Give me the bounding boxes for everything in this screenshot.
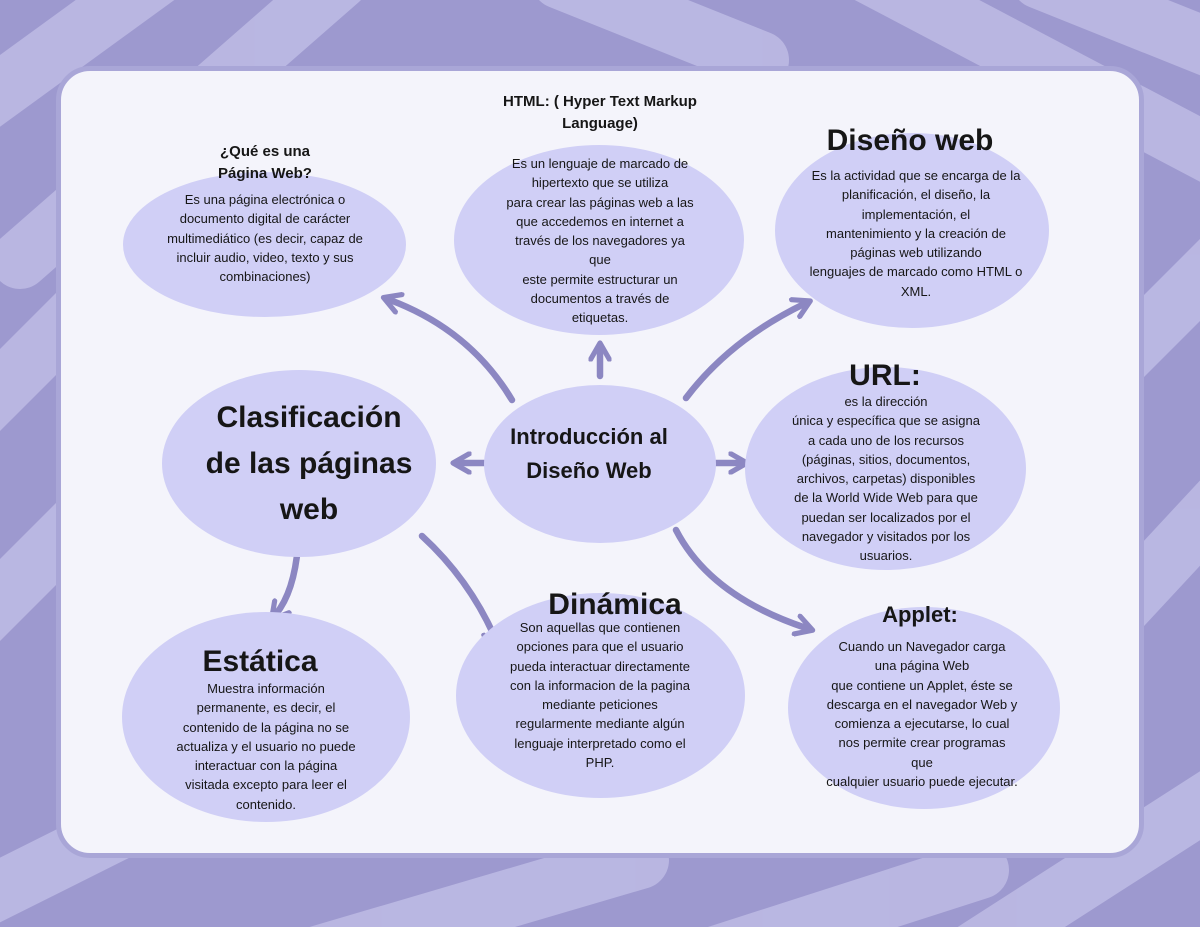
html-title: HTML: ( Hyper Text Markup Language) <box>503 93 697 132</box>
oval-html <box>454 145 744 335</box>
pagina-web-title: ¿Qué es una Página Web? <box>218 143 312 182</box>
estatica-body: Muestra información permanente, es decir… <box>176 681 356 812</box>
oval-pagina-web <box>123 172 406 317</box>
url-body: es la dirección única y específica que s… <box>792 394 980 564</box>
dinamica-body: Son aquellas que contienen opciones para… <box>510 620 690 771</box>
clasificacion-title: Clasificación de las páginas web <box>205 401 413 526</box>
diseno-web-body: Es la actividad que se encarga de la pla… <box>809 168 1023 299</box>
applet-title: Applet: <box>882 602 958 627</box>
oval-estatica <box>122 612 410 822</box>
dinamica-title: Dinámica <box>548 588 682 621</box>
oval-diseno-web <box>775 133 1049 328</box>
oval-dinamica <box>456 593 745 798</box>
url-title: URL: <box>849 359 921 392</box>
oval-url <box>745 367 1026 570</box>
diseno-web-title: Diseño web <box>826 124 994 157</box>
applet-body: Cuando un Navegador carga una página Web… <box>826 639 1018 790</box>
pagina-web-body: Es una página electrónica o documento di… <box>167 192 363 285</box>
center-title: Introducción al Diseño Web <box>510 424 668 483</box>
html-body: Es un lenguaje de marcado de hipertexto … <box>506 156 694 326</box>
oval-center <box>484 385 716 543</box>
oval-applet <box>788 607 1060 809</box>
oval-clasificacion <box>162 370 436 557</box>
estatica-title: Estática <box>202 645 318 678</box>
